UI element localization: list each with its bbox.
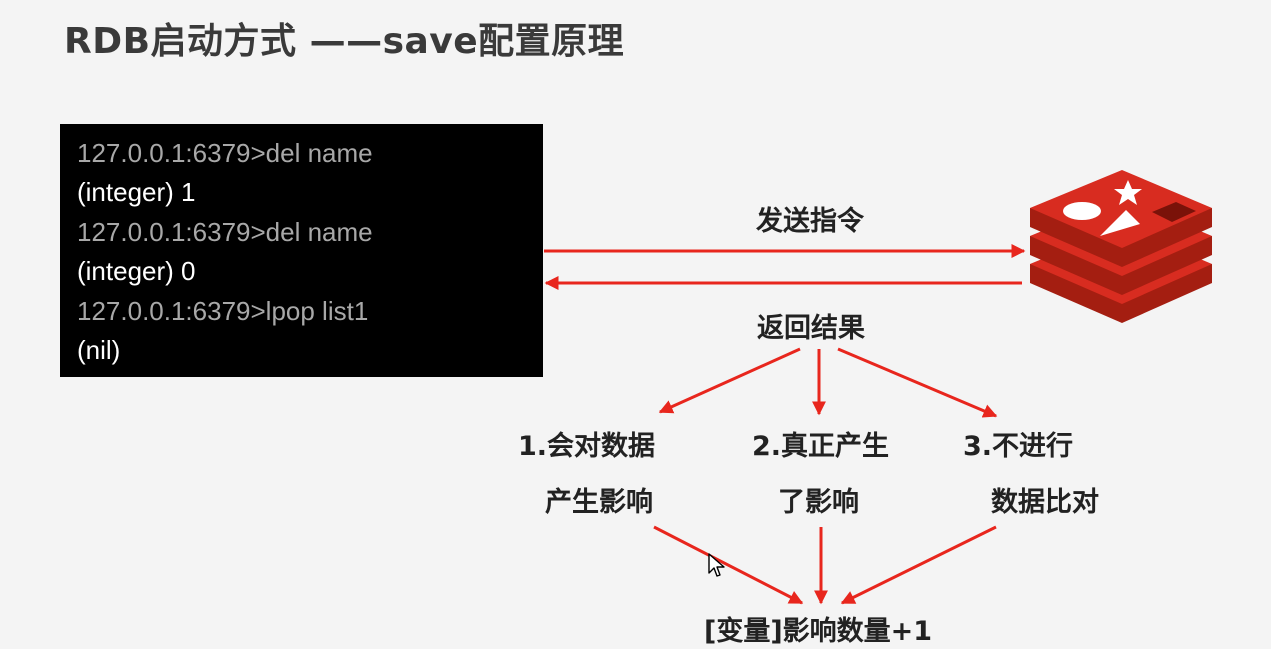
branch-arrow-3 bbox=[837, 347, 998, 418]
branch-2-line2: 了影响 bbox=[778, 487, 859, 518]
terminal-line: (integer) 1 bbox=[77, 177, 196, 208]
branch-2-line1: 2.真正产生 bbox=[752, 431, 890, 462]
merge-arrow-1 bbox=[653, 525, 804, 605]
branch-3-line2: 数据比对 bbox=[991, 487, 1099, 518]
terminal-line: (nil) bbox=[77, 335, 121, 366]
merge-arrow-3 bbox=[840, 525, 997, 605]
terminal-window: 127.0.0.1:6379>del name (integer) 1 127.… bbox=[60, 124, 543, 377]
result-label: [变量]影响数量+1 bbox=[704, 616, 933, 647]
send-command-label: 发送指令 bbox=[756, 206, 864, 237]
terminal-line: 127.0.0.1:6379>lpop list1 bbox=[77, 295, 369, 326]
redis-logo-icon bbox=[1030, 170, 1212, 323]
return-result-label: 返回结果 bbox=[757, 313, 865, 344]
mouse-cursor-icon bbox=[708, 553, 725, 577]
branch-1-line1: 1.会对数据 bbox=[518, 431, 656, 462]
terminal-line: 127.0.0.1:6379>del name bbox=[77, 138, 373, 168]
slide-title: RDB启动方式 ——save配置原理 bbox=[64, 21, 625, 62]
branch-1-line2: 产生影响 bbox=[545, 487, 653, 518]
terminal-line: 127.0.0.1:6379>del name bbox=[77, 216, 373, 247]
branch-arrow-1 bbox=[658, 347, 801, 414]
branch-3-line1: 3.不进行 bbox=[963, 431, 1074, 462]
terminal-line: (integer) 0 bbox=[77, 256, 196, 287]
